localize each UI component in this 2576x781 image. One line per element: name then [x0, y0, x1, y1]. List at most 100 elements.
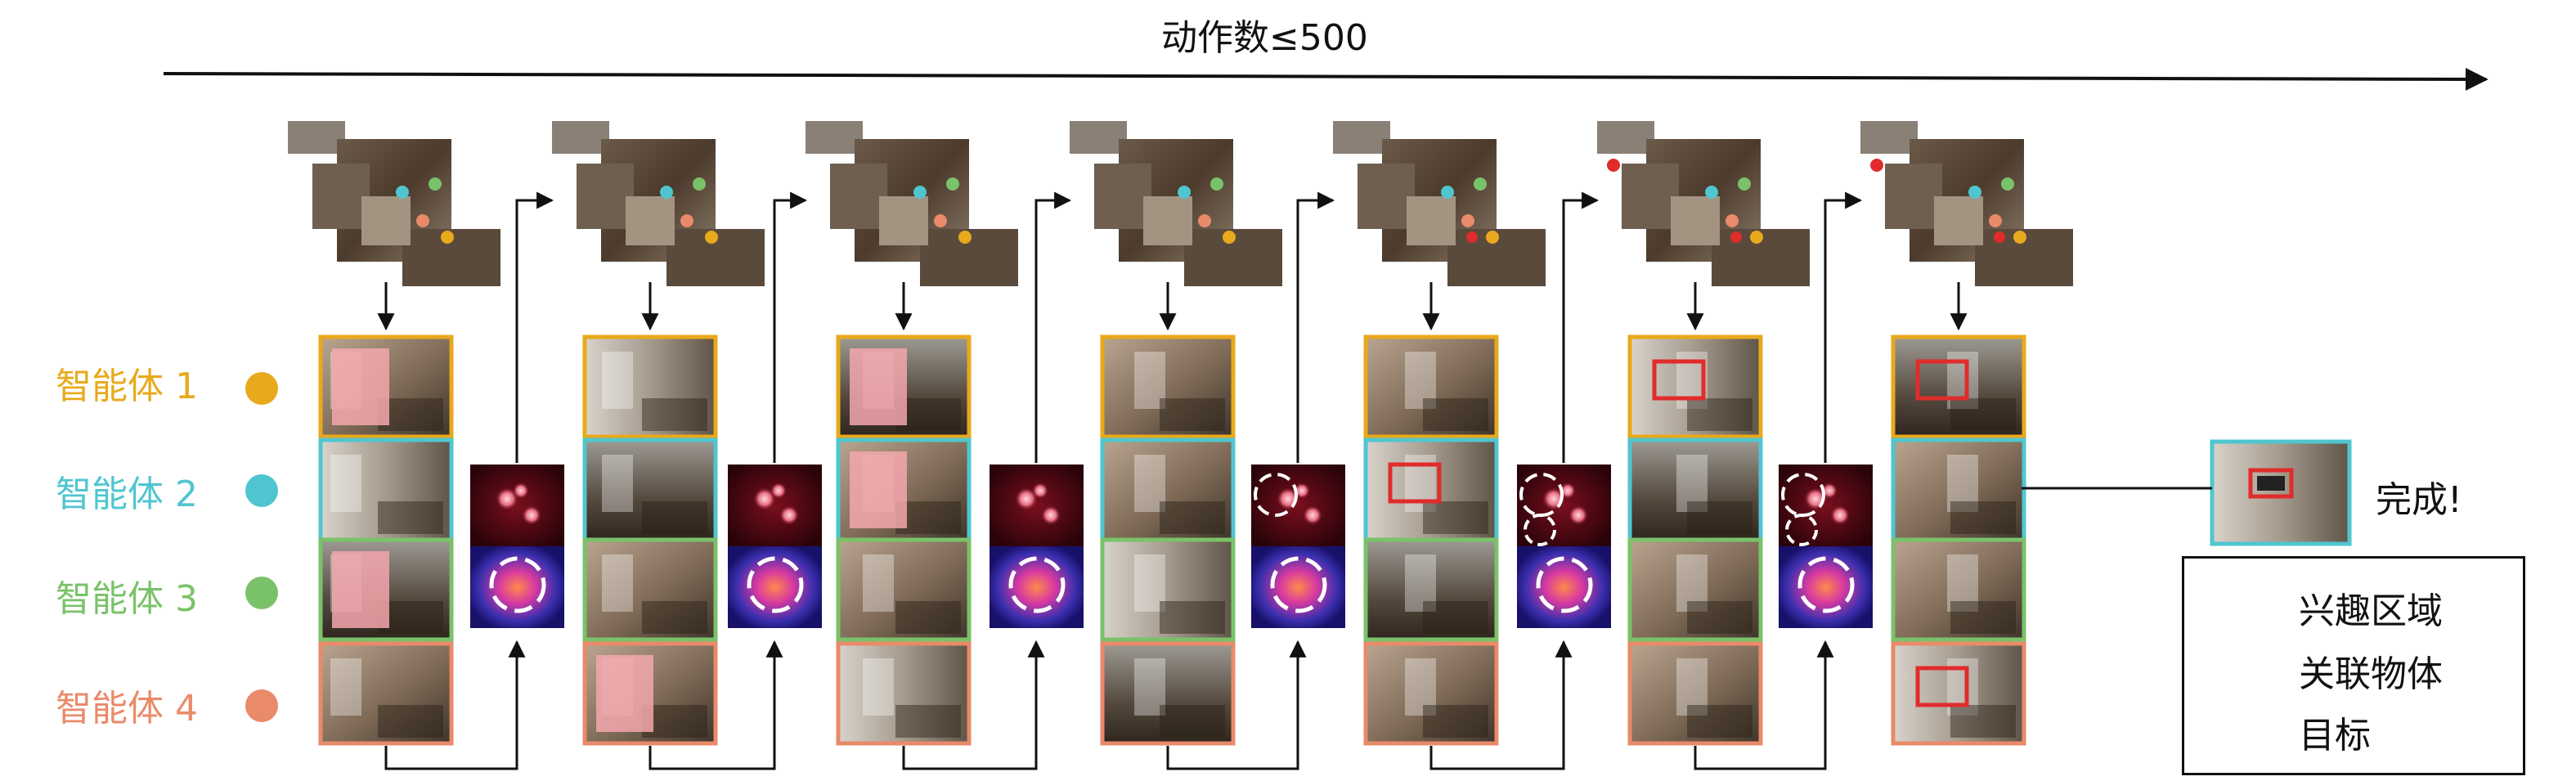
step-column	[1333, 121, 1546, 743]
agent-marker	[1198, 214, 1211, 227]
heatmap-pair	[1251, 465, 1345, 628]
heatmap-bottom	[1779, 546, 1873, 628]
view-detail	[330, 455, 361, 512]
step-column	[288, 121, 500, 743]
step-column	[552, 121, 765, 743]
agent-dot-1	[245, 372, 278, 405]
view-detail	[1687, 601, 1752, 634]
view-detail	[330, 658, 361, 716]
agent-view	[1102, 337, 1233, 437]
agent-marker	[1223, 231, 1236, 244]
agent-view	[1893, 644, 2024, 743]
agent-marker	[1486, 231, 1499, 244]
view-detail	[1423, 398, 1488, 431]
view-detail	[1687, 398, 1752, 431]
timeline-arrow	[164, 74, 2486, 79]
view-detail	[863, 658, 894, 716]
agent-view	[1102, 440, 1233, 540]
view-detail	[895, 601, 961, 634]
agent-dot-3	[245, 577, 278, 609]
agent-view	[1630, 440, 1761, 540]
view-detail	[1160, 501, 1225, 534]
heat-blob	[770, 483, 787, 499]
agent-label-2: 智能体 2	[56, 465, 198, 517]
floor-plan-map	[552, 121, 765, 286]
floor-plan-map	[806, 121, 1018, 286]
agent-view	[321, 440, 451, 540]
agent-view	[1630, 644, 1761, 743]
agent-marker	[1989, 214, 2002, 227]
update-arrow	[1298, 200, 1333, 463]
view-detail	[1160, 398, 1225, 431]
heatmap-bottom	[470, 546, 564, 628]
agent-view	[1893, 337, 2024, 437]
map-room	[1358, 164, 1415, 229]
heat-blob	[1568, 505, 1588, 525]
agent-marker	[1750, 231, 1763, 244]
agent-marker	[705, 231, 718, 244]
agent-view	[1893, 440, 2024, 540]
agent-marker	[958, 231, 972, 244]
related-object-overlay	[850, 451, 907, 528]
agent-dot-2	[245, 474, 278, 507]
star-icon	[1994, 231, 2005, 243]
view-detail	[602, 455, 633, 512]
agent-marker	[1461, 214, 1474, 227]
agent-marker	[1738, 177, 1751, 191]
update-arrow	[1036, 200, 1070, 463]
related-object-overlay	[596, 655, 653, 732]
heatmap-pair	[728, 465, 822, 628]
map-room	[361, 196, 411, 245]
agent-marker	[680, 214, 693, 227]
agent-marker	[2001, 177, 2014, 191]
agent-marker	[1441, 186, 1454, 199]
agent-4-text: 智能体 4	[56, 688, 198, 729]
heatmap-top	[470, 465, 564, 546]
agent-marker	[1726, 214, 1739, 227]
agent-view	[321, 540, 451, 640]
view-detail	[642, 501, 707, 534]
star-icon	[1870, 159, 1883, 172]
agent-view	[1630, 540, 1761, 640]
map-room	[1094, 164, 1151, 229]
view-detail	[1160, 601, 1225, 634]
step-column	[1860, 121, 2073, 743]
agent-view	[321, 337, 451, 437]
agent-marker	[1705, 186, 1718, 199]
map-room	[879, 196, 928, 245]
view-detail	[1950, 705, 2016, 738]
legend-target-label: 目标	[2299, 706, 2371, 758]
agent-3-text: 智能体 3	[56, 578, 198, 620]
completion-view	[2212, 442, 2349, 544]
agent-view	[1102, 644, 1233, 743]
heatmap-pair	[470, 465, 564, 628]
agent-marker	[441, 231, 454, 244]
view-detail	[1423, 601, 1488, 634]
related-object-overlay	[332, 348, 389, 425]
view-detail	[642, 398, 707, 431]
heatmap-bottom	[1517, 546, 1611, 628]
agent-view	[1102, 540, 1233, 640]
agent-view	[585, 540, 716, 640]
agent-view	[321, 644, 451, 743]
agent-marker	[1178, 186, 1191, 199]
agent-view	[838, 337, 969, 437]
star-icon	[1730, 231, 1742, 243]
agent-marker	[693, 177, 706, 191]
heat-blob	[1032, 483, 1048, 499]
agent-marker	[934, 214, 947, 227]
step-column	[1070, 121, 1282, 743]
floor-plan-map	[1860, 121, 2073, 286]
view-detail	[1423, 705, 1488, 738]
agent-view	[838, 540, 969, 640]
agent-view	[1366, 540, 1497, 640]
map-room	[1333, 121, 1390, 154]
floor-plan-map	[1070, 121, 1282, 286]
view-detail	[602, 554, 633, 612]
map-room	[1070, 121, 1127, 154]
heatmap-pair	[1779, 465, 1873, 628]
view-detail	[1950, 398, 2016, 431]
agent-marker	[1474, 177, 1487, 191]
floor-plan-map	[1333, 121, 1546, 286]
map-room	[1143, 196, 1192, 245]
